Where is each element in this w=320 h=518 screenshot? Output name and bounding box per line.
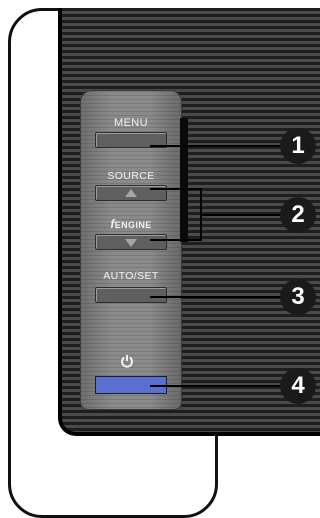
autoset-button[interactable] xyxy=(95,287,167,303)
callout-3: 3 xyxy=(280,279,316,315)
leader-line-3 xyxy=(150,296,290,298)
leader-line-2b xyxy=(150,239,202,241)
source-up-button[interactable] xyxy=(95,185,167,201)
fengine-down-button[interactable] xyxy=(95,234,167,250)
fengine-symbol: f xyxy=(110,217,115,231)
source-label: SOURCE xyxy=(107,170,155,182)
callout-1: 1 xyxy=(280,128,316,164)
callout-4: 4 xyxy=(280,368,316,404)
fengine-label: fENGINE xyxy=(91,217,171,231)
down-arrow-icon xyxy=(125,239,137,247)
up-arrow-icon xyxy=(125,189,137,197)
power-icon xyxy=(121,355,133,368)
leader-line-4 xyxy=(150,385,290,387)
fengine-text: ENGINE xyxy=(114,220,152,230)
indicator-strip xyxy=(180,118,188,242)
leader-line-1 xyxy=(150,145,290,147)
menu-button[interactable] xyxy=(95,132,167,148)
callout-2: 2 xyxy=(280,197,316,233)
autoset-label: AUTO/SET xyxy=(103,270,159,282)
menu-label: MENU xyxy=(114,117,148,129)
leader-line-2 xyxy=(200,214,290,216)
leader-line-2a xyxy=(150,188,202,190)
